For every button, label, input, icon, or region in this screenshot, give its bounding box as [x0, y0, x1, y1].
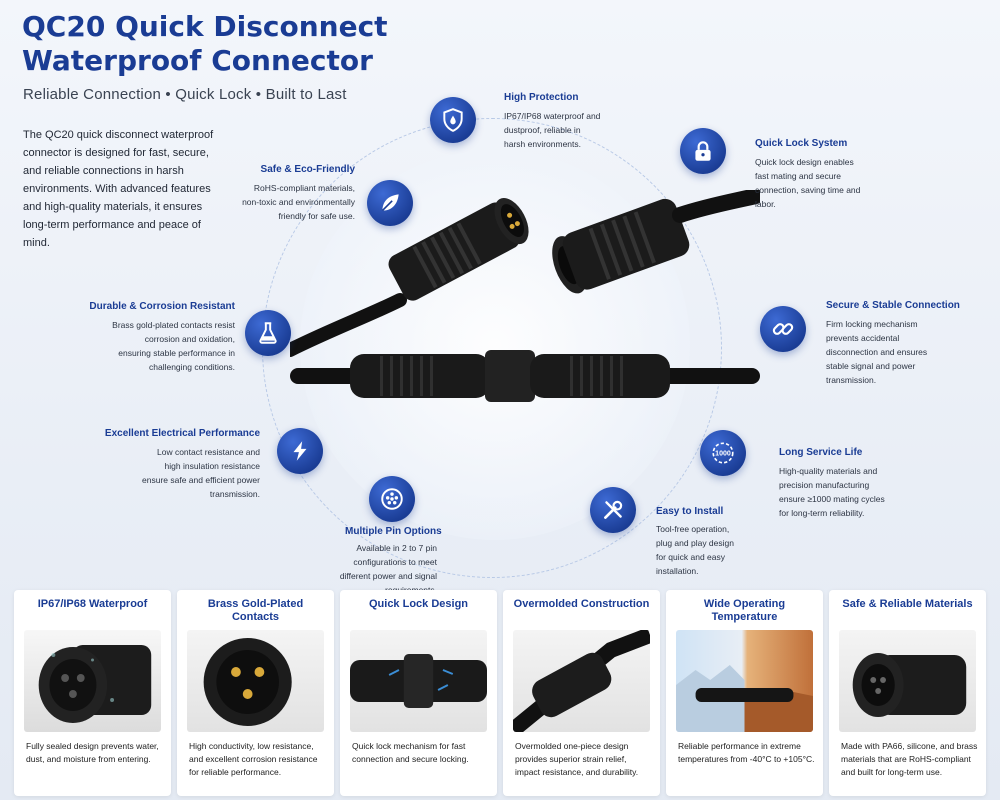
feature-title-high-protection: High Protection [504, 92, 579, 103]
feature-cards: IP67/IP68 Waterproof Fully sealed design… [14, 590, 986, 796]
card-text: High conductivity, low resistance, and e… [189, 741, 318, 777]
feature-text-durable: Brass gold-plated contacts resist corros… [112, 320, 235, 372]
card-title: Quick Lock Design [368, 598, 469, 610]
cycle-1000-icon: 1000 [700, 430, 746, 476]
feature-title-eco: Safe & Eco-Friendly [260, 164, 355, 175]
card-temperature: Wide Operating Temperature Reliable perf… [666, 590, 823, 796]
card-text: Reliable performance in extreme temperat… [678, 741, 815, 764]
lightning-icon [277, 428, 323, 474]
card-quick-lock: Quick Lock Design Quick lock mechanism f… [340, 590, 497, 796]
shield-water-icon [430, 97, 476, 143]
card-materials: Safe & Reliable Materials Made with PA66… [829, 590, 986, 796]
materials-photo [839, 630, 976, 732]
feature-text-eco: RoHS-compliant materials, non-toxic and … [242, 183, 355, 221]
wrench-screwdriver-icon [590, 487, 636, 533]
flask-icon [245, 310, 291, 356]
feature-title-durable: Durable & Corrosion Resistant [89, 301, 235, 312]
feature-text-high-protection: IP67/IP68 waterproof and dustproof, reli… [504, 111, 601, 149]
chain-link-icon [760, 306, 806, 352]
leaf-icon [367, 180, 413, 226]
card-text: Overmolded one-piece design provides sup… [515, 741, 639, 777]
card-waterproof: IP67/IP68 Waterproof Fully sealed design… [14, 590, 171, 796]
temperature-photo [676, 630, 813, 732]
feature-title-long-life: Long Service Life [779, 447, 863, 458]
feature-title-electrical: Excellent Electrical Performance [104, 428, 260, 439]
waterproof-connector-photo [24, 630, 161, 732]
card-title: IP67/IP68 Waterproof [37, 598, 148, 610]
padlock-icon [680, 128, 726, 174]
card-title: Safe & Reliable Materials [842, 598, 973, 610]
feature-text-install: Tool-free operation, plug and play desig… [656, 524, 734, 576]
feature-text-quick-lock: Quick lock design enables fast mating an… [755, 157, 861, 209]
cycle-badge-text: 1000 [715, 451, 731, 458]
card-text: Quick lock mechanism for fast connection… [352, 741, 469, 764]
feature-text-secure: Firm locking mechanism prevents accident… [826, 319, 928, 385]
card-gold-contacts: Brass Gold-Plated Contacts High conducti… [177, 590, 334, 796]
feature-title-pins: Multiple Pin Options [345, 526, 442, 537]
feature-title-quick-lock: Quick Lock System [755, 138, 848, 149]
page-title: QC20 Quick Disconnect Waterproof Connect… [22, 10, 388, 77]
overmolded-photo [513, 630, 650, 732]
feature-title-install: Easy to Install [656, 506, 724, 517]
feature-text-pins: Available in 2 to 7 pin configurations t… [339, 543, 437, 595]
feature-title-secure: Secure & Stable Connection [826, 300, 960, 311]
gold-contacts-photo [187, 630, 324, 732]
feature-text-long-life: High-quality materials and precision man… [779, 466, 885, 518]
feature-text-electrical: Low contact resistance and high insulati… [142, 447, 260, 499]
card-title: Wide Operating Temperature [703, 598, 786, 623]
card-title: Overmolded Construction [513, 598, 650, 610]
card-text: Made with PA66, silicone, and brass mate… [841, 741, 978, 777]
card-overmolded: Overmolded Construction Overmolded one-p… [503, 590, 660, 796]
pin-face-icon [369, 476, 415, 522]
card-title: Brass Gold-Plated Contacts [207, 598, 304, 623]
quick-lock-photo [350, 630, 487, 732]
card-text: Fully sealed design prevents water, dust… [26, 741, 159, 764]
intro-paragraph: The QC20 quick disconnect waterproof con… [23, 129, 214, 249]
product-image [283, 187, 768, 440]
page-subtitle: Reliable Connection • Quick Lock • Built… [23, 86, 347, 103]
